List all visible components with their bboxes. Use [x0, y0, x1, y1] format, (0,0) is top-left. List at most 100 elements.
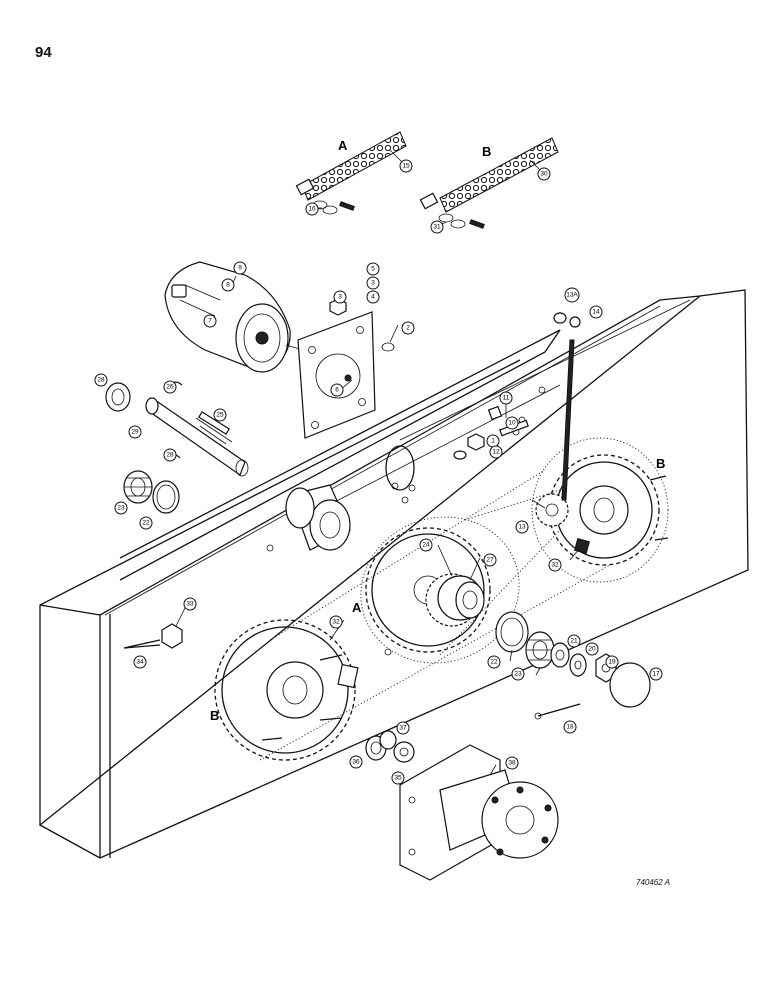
- callout-5: 5: [366, 262, 380, 276]
- svg-text:38: 38: [508, 760, 516, 767]
- thrust-washer: [550, 642, 570, 668]
- callout-8: 8: [221, 278, 235, 292]
- bearing-cone-lower: [525, 631, 555, 669]
- svg-text:5: 5: [371, 266, 375, 273]
- callout-13: 13: [515, 520, 529, 534]
- callout-12: 12: [489, 445, 503, 459]
- svg-text:30: 30: [540, 171, 548, 178]
- svg-text:24: 24: [422, 542, 430, 549]
- callout-3b: 3: [366, 276, 380, 290]
- svg-text:18: 18: [566, 724, 574, 731]
- callout-7: 7: [203, 314, 217, 328]
- idler-sprocket: [535, 493, 590, 554]
- callout-1: 1: [486, 434, 500, 448]
- hydraulic-motor: [164, 261, 311, 373]
- callout-34: 34: [133, 655, 147, 669]
- drawing-reference-number: 740462 A: [636, 878, 670, 887]
- callout-29: 29: [128, 425, 142, 439]
- callout-19: 19: [605, 655, 619, 669]
- bearing-cup-upper: [152, 480, 180, 514]
- svg-text:3: 3: [338, 294, 342, 301]
- svg-text:8: 8: [226, 282, 230, 289]
- callout-35: 35: [391, 771, 405, 785]
- svg-text:13A: 13A: [566, 292, 578, 299]
- callout-22-upper: 22: [139, 516, 153, 530]
- svg-text:22: 22: [490, 659, 498, 666]
- svg-text:25: 25: [216, 412, 224, 419]
- dust-cap: [609, 662, 651, 708]
- svg-text:9: 9: [238, 265, 242, 272]
- callout-18: 18: [563, 720, 577, 734]
- double-sprocket: [425, 573, 485, 627]
- callout-38: 38: [505, 756, 519, 770]
- chain-b-label: B: [482, 144, 491, 159]
- callout-13a: 13A: [564, 287, 580, 303]
- callout-26: 26: [163, 380, 177, 394]
- svg-text:26: 26: [166, 384, 174, 391]
- svg-text:34: 34: [136, 659, 144, 666]
- svg-text:20: 20: [588, 646, 596, 653]
- svg-text:17: 17: [652, 671, 660, 678]
- roller-chain-a: [295, 131, 407, 215]
- svg-text:21: 21: [570, 638, 578, 645]
- svg-text:6: 6: [335, 387, 339, 394]
- callout-22-lower: 22: [487, 655, 501, 669]
- callout-17: 17: [649, 667, 663, 681]
- roller-chain-b: [419, 137, 559, 229]
- callout-11: 11: [499, 391, 513, 405]
- bearing-cone-upper: [123, 470, 153, 504]
- callout-25: 25: [213, 408, 227, 422]
- svg-text:33: 33: [186, 601, 194, 608]
- svg-text:19: 19: [608, 659, 616, 666]
- sprocket-b-left-label: B: [210, 708, 219, 723]
- grease-fitting: [161, 623, 183, 649]
- shaft-seal: [105, 382, 131, 412]
- svg-text:14: 14: [592, 309, 600, 316]
- callout-30: 30: [537, 167, 551, 181]
- callout-14: 14: [589, 305, 603, 319]
- callout-2: 2: [401, 321, 415, 335]
- callout-16: 16: [305, 202, 319, 216]
- svg-text:15: 15: [402, 163, 410, 170]
- callout-37: 37: [396, 721, 410, 735]
- callout-32-right: 32: [548, 558, 562, 572]
- svg-text:2: 2: [406, 325, 410, 332]
- svg-text:31: 31: [433, 224, 441, 231]
- svg-text:22: 22: [142, 520, 150, 527]
- svg-text:36: 36: [352, 759, 360, 766]
- callout-15: 15: [399, 159, 413, 173]
- svg-text:32: 32: [332, 619, 340, 626]
- callout-33: 33: [183, 597, 197, 611]
- callout-21: 21: [567, 634, 581, 648]
- callout-23-upper: 23: [114, 501, 128, 515]
- mounting-plate: [297, 311, 376, 439]
- cotter-pin-18: [534, 703, 581, 720]
- svg-text:37: 37: [399, 725, 407, 732]
- chain-a-label: A: [338, 138, 348, 153]
- chain-a-path: [360, 489, 561, 664]
- left-sprocket-b: [214, 619, 356, 761]
- svg-text:13: 13: [518, 524, 526, 531]
- housing-frame: [38, 289, 749, 859]
- callout-3: 3: [333, 290, 347, 304]
- bearing-cup-lower: [495, 611, 529, 653]
- svg-text:28: 28: [166, 452, 174, 459]
- tensioner-rod: [553, 312, 581, 501]
- callout-23-lower: 23: [511, 667, 525, 681]
- callout-6: 6: [330, 383, 344, 397]
- sprocket-a-label: A: [352, 600, 362, 615]
- callout-27: 27: [483, 553, 497, 567]
- page-number: 94: [35, 44, 52, 61]
- svg-text:1: 1: [491, 438, 495, 445]
- svg-text:16: 16: [308, 206, 316, 213]
- svg-text:12: 12: [492, 449, 500, 456]
- callout-10: 10: [505, 416, 519, 430]
- callout-28-lower: 28: [163, 448, 177, 462]
- drive-shaft: [145, 397, 249, 477]
- callout-4: 4: [366, 290, 380, 304]
- frame-hole: [385, 445, 415, 491]
- callout-20: 20: [585, 642, 599, 656]
- svg-text:27: 27: [486, 557, 494, 564]
- cotter-pin-34: [123, 639, 161, 649]
